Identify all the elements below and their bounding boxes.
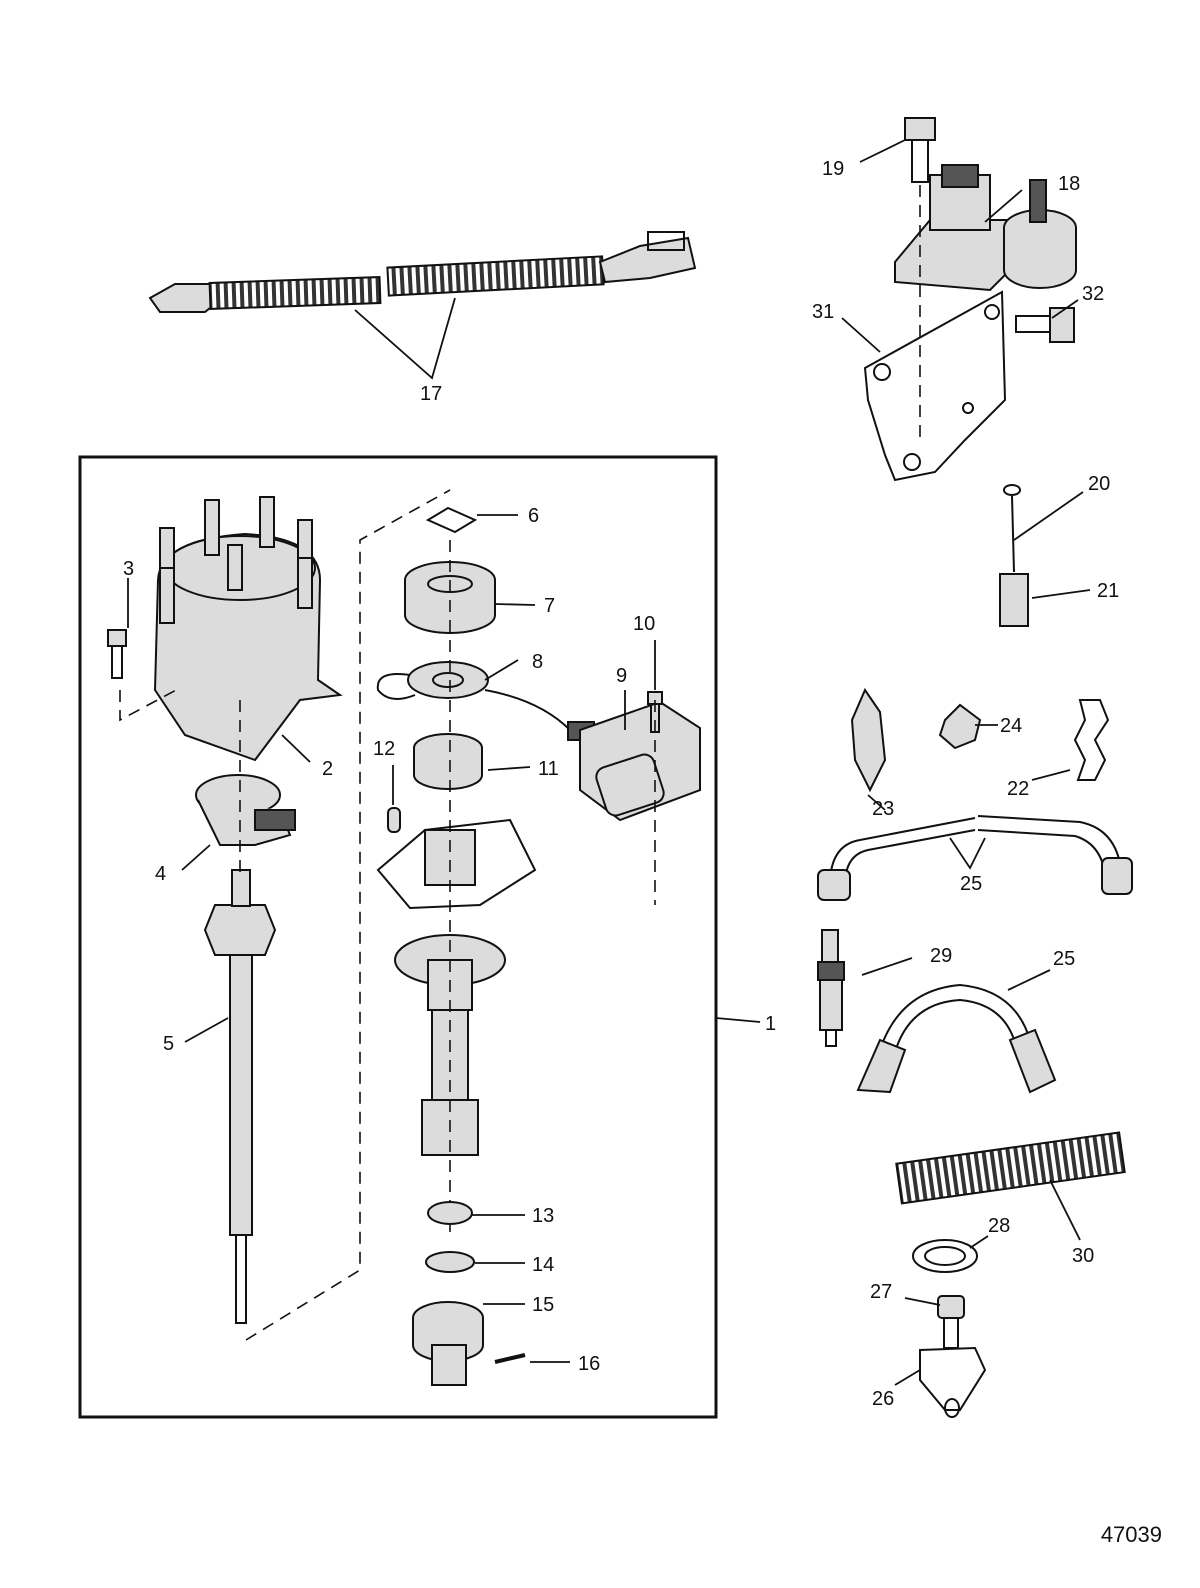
callout-24: 24 xyxy=(1000,715,1022,737)
wiring-harness xyxy=(148,231,697,313)
wire-retainer xyxy=(938,703,982,750)
coil-mounting-bolt xyxy=(904,117,936,183)
spark-plug-wire xyxy=(817,815,1133,901)
clamp xyxy=(919,1346,987,1418)
wire-separator xyxy=(1073,699,1110,781)
distributor-assembly-frame xyxy=(78,455,718,1419)
distributor-shaft xyxy=(203,869,277,1324)
pole-piece xyxy=(413,733,483,790)
callout-19: 19 xyxy=(822,158,844,180)
thrust-washer xyxy=(427,1201,473,1225)
callout-15: 15 xyxy=(532,1294,554,1316)
callout-1: 1 xyxy=(765,1013,776,1035)
callout-17: 17 xyxy=(420,383,442,405)
figure-number: 47039 xyxy=(1100,1522,1162,1547)
distributor-cap xyxy=(153,496,343,762)
gear-pin xyxy=(494,1353,526,1364)
callout-4: 4 xyxy=(155,863,166,885)
callout-18: 18 xyxy=(1058,173,1080,195)
callout-14: 14 xyxy=(532,1254,554,1276)
heat-sleeve xyxy=(895,1131,1126,1205)
cap-screw xyxy=(107,629,127,679)
callout-7: 7 xyxy=(544,595,555,617)
washer xyxy=(912,1239,978,1273)
spark-plug-wire-short xyxy=(856,983,1057,1094)
callout-2: 2 xyxy=(322,758,333,780)
callout-11: 11 xyxy=(538,758,559,780)
callout-22: 22 xyxy=(1007,778,1029,800)
ground-wire xyxy=(999,484,1029,627)
callout-8: 8 xyxy=(532,651,543,673)
callout-27: 27 xyxy=(870,1281,892,1303)
callout-32: 32 xyxy=(1082,283,1104,305)
spark-plug xyxy=(817,929,845,1047)
callout-31: 31 xyxy=(812,301,834,323)
callout-25-lower: 25 xyxy=(1053,948,1075,970)
callout-13: 13 xyxy=(532,1205,554,1227)
callout-25-upper: 25 xyxy=(960,873,982,895)
wire-separator-clip xyxy=(850,687,887,793)
callout-6: 6 xyxy=(528,505,539,527)
roll-pin xyxy=(387,807,401,833)
callout-3: 3 xyxy=(123,558,134,580)
distributor-housing xyxy=(376,818,537,1156)
coil-bracket xyxy=(863,290,1007,482)
callout-5: 5 xyxy=(163,1033,174,1055)
pickup-coil xyxy=(376,661,595,741)
callout-29: 29 xyxy=(930,945,952,967)
leader-lines xyxy=(127,139,1091,1386)
ignition-module xyxy=(579,700,701,822)
callout-16: 16 xyxy=(578,1353,600,1375)
callout-12: 12 xyxy=(373,738,395,760)
callout-21: 21 xyxy=(1097,580,1119,602)
shim-washer xyxy=(425,1251,475,1273)
callout-9: 9 xyxy=(616,665,627,687)
callout-26: 26 xyxy=(872,1388,894,1410)
callout-10: 10 xyxy=(633,613,655,635)
callout-28: 28 xyxy=(988,1215,1010,1237)
callout-23: 23 xyxy=(872,798,894,820)
bracket-screw xyxy=(1015,307,1075,343)
gasket xyxy=(425,506,478,534)
distributor-gear xyxy=(412,1301,484,1386)
rotor xyxy=(195,774,296,846)
ignition-coil xyxy=(894,164,1077,292)
callout-30: 30 xyxy=(1072,1245,1094,1267)
clamp-bolt xyxy=(937,1295,965,1349)
callout-20: 20 xyxy=(1088,473,1110,495)
